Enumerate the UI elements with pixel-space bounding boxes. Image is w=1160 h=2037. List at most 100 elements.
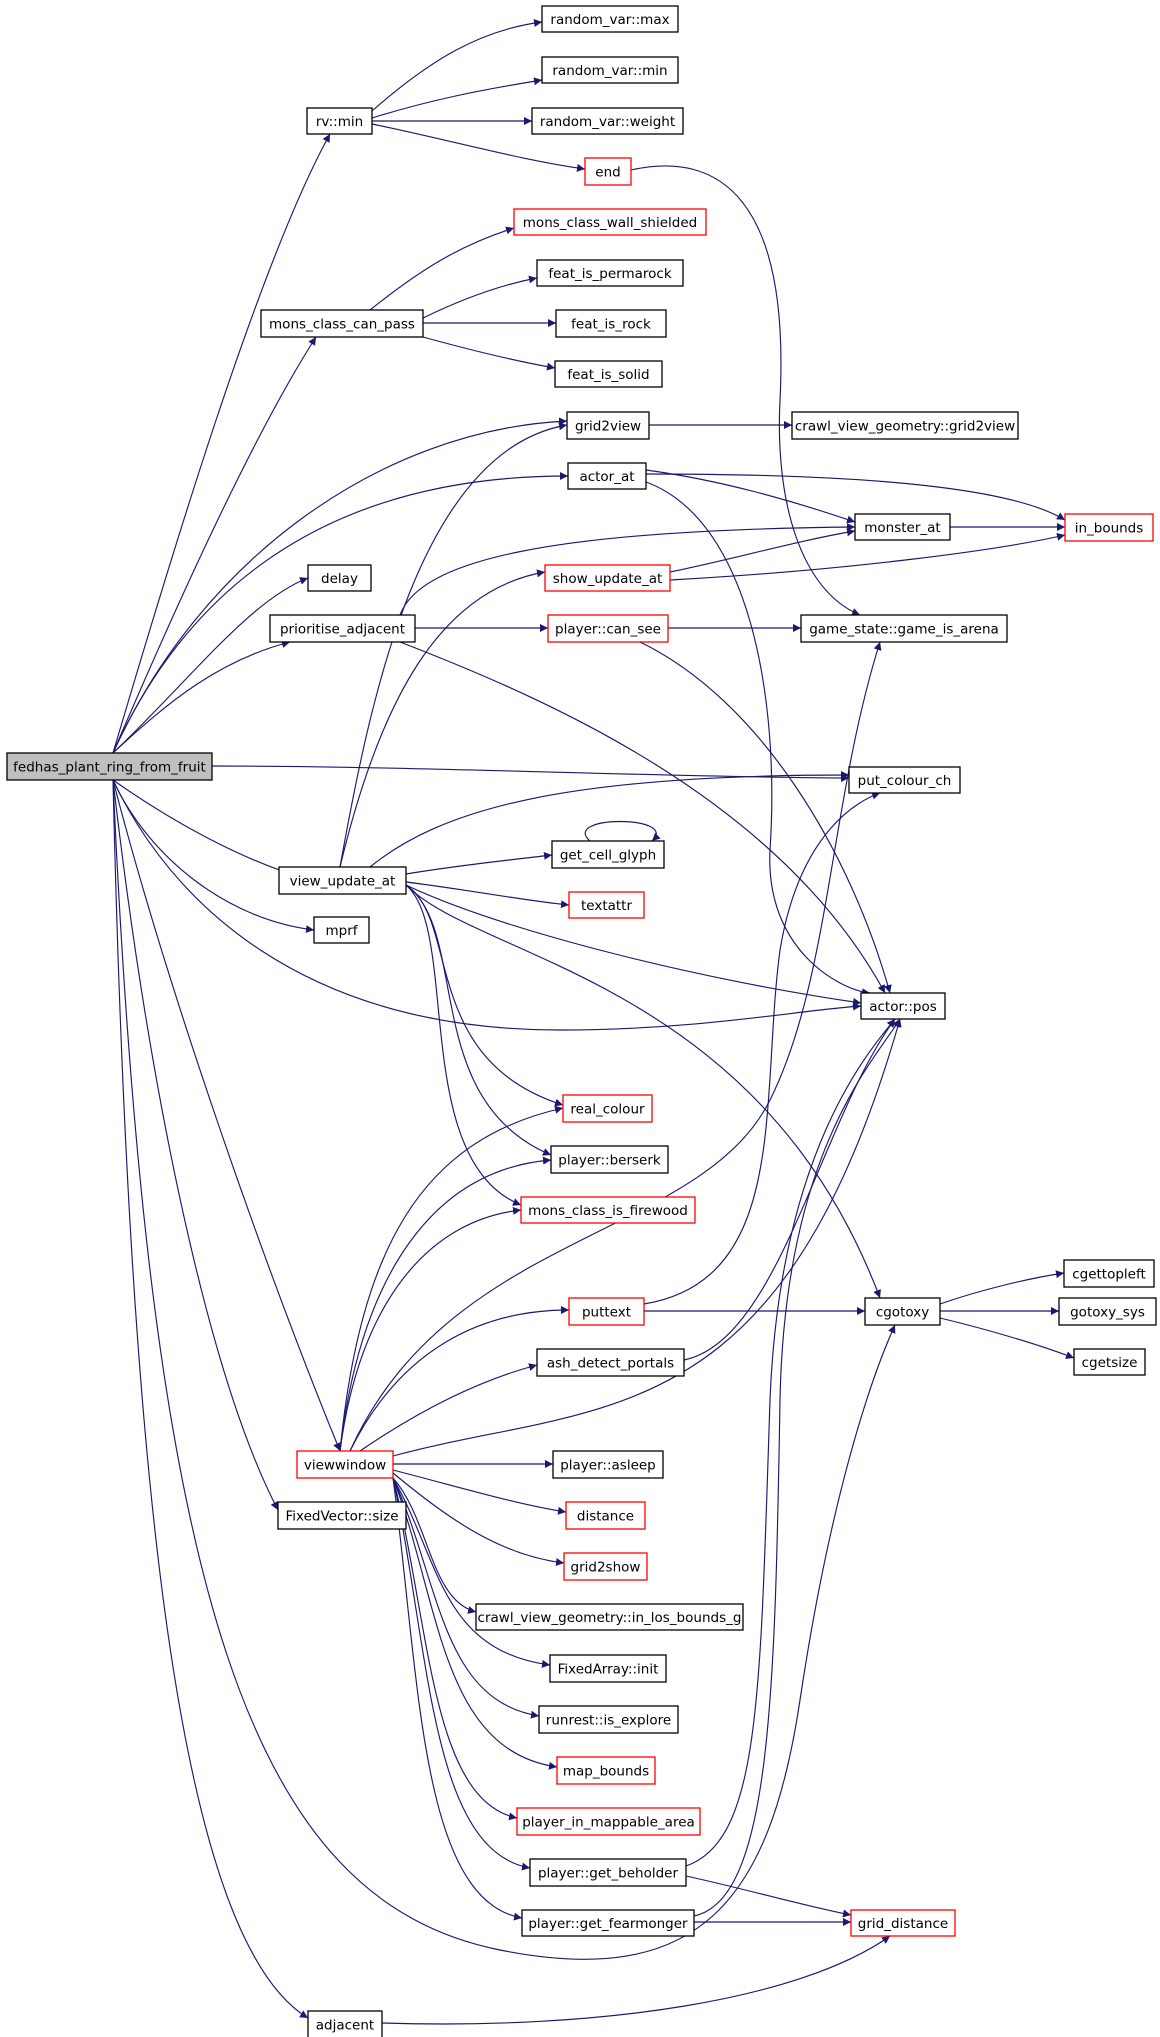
- node-label: mons_class_can_pass: [269, 317, 415, 333]
- node-player_get_beholder[interactable]: player::get_beholder: [529, 1858, 687, 1887]
- node-put_colour_ch[interactable]: put_colour_ch: [848, 766, 961, 794]
- node-player_berserk[interactable]: player::berserk: [550, 1145, 669, 1174]
- node-map_bounds[interactable]: map_bounds: [556, 1756, 656, 1785]
- node-label: player::asleep: [560, 1458, 656, 1474]
- node-label: fedhas_plant_ring_from_fruit: [13, 760, 206, 776]
- node-random_var_max[interactable]: random_var::max: [541, 5, 679, 33]
- edge-view_update_at-to-show_update_at: [339, 569, 546, 868]
- node-label: crawl_view_geometry::grid2view: [795, 419, 1015, 435]
- node-real_colour[interactable]: real_colour: [562, 1094, 653, 1123]
- node-box: [513, 208, 707, 236]
- node-gotoxy_sys[interactable]: gotoxy_sys: [1058, 1297, 1157, 1326]
- edge-fedhas_plant_ring_from_fruit-to-view_update_at: [112, 779, 311, 882]
- node-cgetsize[interactable]: cgetsize: [1073, 1348, 1146, 1376]
- node-grid2show[interactable]: grid2show: [563, 1552, 648, 1581]
- node-cgotoxy[interactable]: cgotoxy: [864, 1297, 941, 1326]
- node-box: [306, 107, 373, 135]
- edge-viewwindow-to-player_in_mappable_area: [392, 1477, 518, 1821]
- node-label: player::get_beholder: [538, 1866, 679, 1882]
- node-label: player::can_see: [555, 622, 661, 638]
- node-fixedarray_init[interactable]: FixedArray::init: [549, 1654, 667, 1683]
- node-box: [568, 1297, 645, 1326]
- node-box: [860, 992, 946, 1020]
- node-viewwindow[interactable]: viewwindow: [296, 1450, 394, 1479]
- edge-mons_class_can_pass-to-mons_class_wall_shielded: [369, 226, 515, 311]
- node-view_update_at[interactable]: view_update_at: [278, 866, 407, 895]
- node-monster_at[interactable]: monster_at: [854, 513, 951, 541]
- node-player_in_mappable_area[interactable]: player_in_mappable_area: [516, 1807, 701, 1836]
- node-mons_class_can_pass[interactable]: mons_class_can_pass: [260, 309, 424, 338]
- edge-viewwindow-to-runrest_is_explore: [392, 1477, 540, 1719]
- node-get_cell_glyph[interactable]: get_cell_glyph: [551, 840, 665, 869]
- node-random_var_weight[interactable]: random_var::weight: [531, 107, 684, 135]
- node-random_var_min[interactable]: random_var::min: [541, 56, 679, 84]
- node-box: [550, 1145, 669, 1174]
- node-rv_min[interactable]: rv::min: [306, 107, 373, 135]
- node-in_bounds[interactable]: in_bounds: [1064, 513, 1154, 542]
- edge-actor_at-to-in_bounds: [645, 473, 1066, 521]
- node-label: actor_at: [579, 469, 634, 485]
- node-label: cgetsize: [1082, 1355, 1138, 1371]
- node-grid_distance[interactable]: grid_distance: [850, 1909, 956, 1937]
- node-player_get_fearmonger[interactable]: player::get_fearmonger: [521, 1909, 695, 1937]
- node-distance[interactable]: distance: [565, 1501, 646, 1530]
- node-box: [556, 1756, 656, 1785]
- node-label: FixedArray::init: [558, 1662, 659, 1678]
- edge-viewwindow-to-puttext: [349, 1306, 570, 1452]
- node-runrest_is_explore[interactable]: runrest::is_explore: [538, 1705, 679, 1734]
- node-box: [516, 1807, 701, 1836]
- edge-mons_class_can_pass-to-feat_is_permarock: [422, 275, 538, 319]
- node-box: [521, 1909, 695, 1937]
- node-puttext[interactable]: puttext: [568, 1297, 645, 1326]
- node-box: [1064, 513, 1154, 542]
- node-ash_detect_portals[interactable]: ash_detect_portals: [536, 1348, 685, 1377]
- edge-fedhas_plant_ring_from_fruit-to-delay: [112, 577, 309, 754]
- node-label: monster_at: [864, 520, 940, 536]
- node-grid2view[interactable]: grid2view: [566, 411, 650, 440]
- node-player_asleep[interactable]: player::asleep: [552, 1450, 664, 1479]
- node-label: player::get_fearmonger: [528, 1916, 688, 1932]
- node-mons_class_is_firewood[interactable]: mons_class_is_firewood: [520, 1196, 696, 1224]
- node-game_is_arena[interactable]: game_state::game_is_arena: [800, 614, 1008, 643]
- node-adjacent[interactable]: adjacent: [307, 2010, 383, 2037]
- node-box: [800, 614, 1008, 643]
- node-cvg_grid2view[interactable]: crawl_view_geometry::grid2view: [791, 411, 1019, 440]
- edge-view_update_at-to-cgotoxy: [405, 884, 881, 1299]
- node-textattr[interactable]: textattr: [568, 891, 645, 919]
- edge-viewwindow-to-real_colour: [339, 1105, 564, 1452]
- node-label: distance: [577, 1509, 634, 1525]
- edge-view_update_at-to-mons_class_is_firewood: [405, 884, 522, 1206]
- node-actor_at[interactable]: actor_at: [567, 462, 647, 490]
- node-box: [584, 157, 632, 186]
- node-cgettopleft[interactable]: cgettopleft: [1063, 1259, 1155, 1288]
- node-show_update_at[interactable]: show_update_at: [544, 564, 671, 592]
- node-label: grid2show: [571, 1560, 641, 1576]
- node-fedhas_plant_ring_from_fruit[interactable]: fedhas_plant_ring_from_fruit: [6, 752, 213, 781]
- node-prioritise_adjacent[interactable]: prioritise_adjacent: [269, 614, 416, 643]
- node-feat_is_rock[interactable]: feat_is_rock: [555, 309, 667, 338]
- node-delay[interactable]: delay: [307, 564, 372, 592]
- edge-cgotoxy-to-cgettopleft: [939, 1270, 1065, 1305]
- node-label: real_colour: [570, 1102, 645, 1118]
- edge-fedhas_plant_ring_from_fruit-to-viewwindow: [112, 779, 341, 1452]
- node-box: [529, 1858, 687, 1887]
- node-label: random_var::weight: [540, 114, 675, 130]
- node-mprf[interactable]: mprf: [313, 916, 370, 944]
- edge-fedhas_plant_ring_from_fruit-to-actor_pos: [112, 779, 862, 1031]
- node-feat_is_permarock[interactable]: feat_is_permarock: [536, 259, 684, 287]
- edge-fedhas_plant_ring_from_fruit-to-mons_class_can_pass: [112, 336, 317, 754]
- node-feat_is_solid[interactable]: feat_is_solid: [554, 360, 663, 388]
- node-box: [854, 513, 951, 541]
- node-end[interactable]: end: [584, 157, 632, 186]
- node-box: [6, 752, 213, 781]
- node-actor_pos[interactable]: actor::pos: [860, 992, 946, 1020]
- edge-rv_min-to-random_var_min: [371, 77, 543, 119]
- edge-fedhas_plant_ring_from_fruit-to-actor_at: [112, 472, 569, 754]
- edge-adjacent-to-grid_distance: [381, 1935, 891, 2025]
- node-in_los_bounds_g[interactable]: crawl_view_geometry::in_los_bounds_g: [475, 1603, 744, 1631]
- node-mons_class_wall_shielded[interactable]: mons_class_wall_shielded: [513, 208, 707, 236]
- node-player_can_see[interactable]: player::can_see: [547, 614, 669, 643]
- node-box: [541, 5, 679, 33]
- node-label: show_update_at: [553, 571, 663, 587]
- node-fixedvector_size[interactable]: FixedVector::size: [277, 1501, 407, 1530]
